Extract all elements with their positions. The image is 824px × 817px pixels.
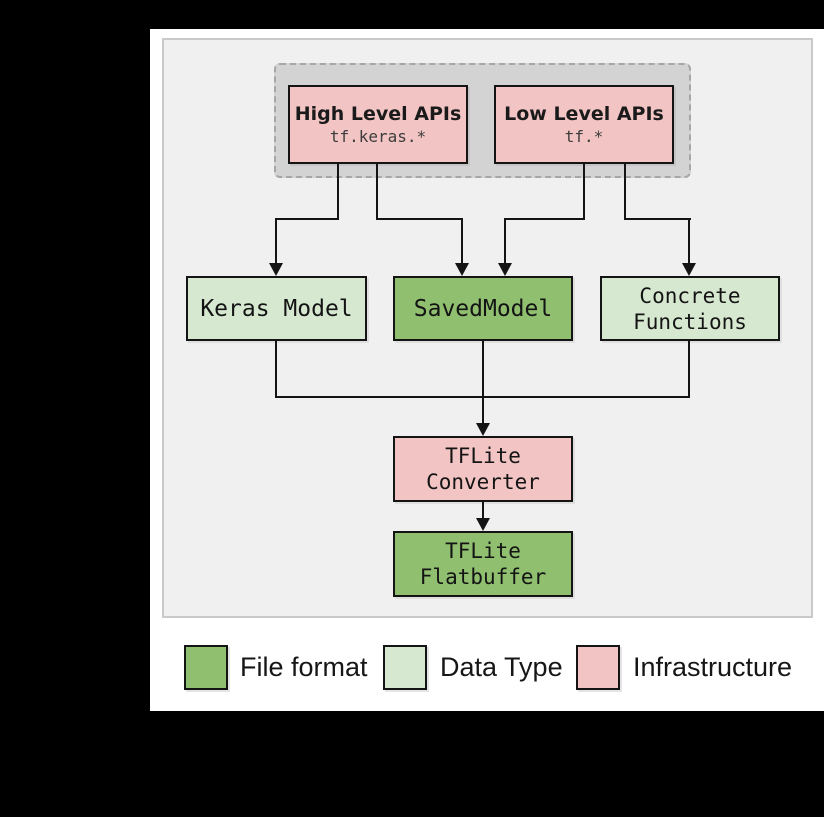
- legend-swatch-data-type: [383, 645, 427, 690]
- arrowhead-into-savedmodel-right-icon: [498, 263, 512, 276]
- connector-low-right-stub: [624, 163, 626, 220]
- arrowhead-into-flatbuffer-icon: [476, 518, 490, 531]
- node-tflite-converter: TFLite Converter: [393, 436, 573, 502]
- connector-converter-to-flatbuffer: [482, 502, 484, 519]
- node-keras-model: Keras Model: [186, 276, 367, 341]
- tflite-converter-label-line2: Converter: [426, 470, 540, 494]
- arrowhead-into-concrete-icon: [682, 263, 696, 276]
- legend-label-data-type: Data Type: [440, 652, 563, 682]
- connector-elbow-to-concrete: [624, 218, 691, 220]
- connector-concrete-out: [688, 341, 690, 398]
- connector-drop-savedmodel-left: [461, 218, 463, 264]
- high-level-apis-code: tf.keras.*: [329, 127, 427, 146]
- connector-savedmodel-to-converter: [482, 341, 484, 424]
- saved-model-label: SavedModel: [413, 295, 553, 322]
- node-low-level-apis: Low Level APIs tf.*: [494, 85, 674, 164]
- node-tflite-flatbuffer: TFLite Flatbuffer: [393, 531, 573, 597]
- arrowhead-into-savedmodel-left-icon: [455, 263, 469, 276]
- connector-keras-out: [275, 341, 277, 398]
- connector-low-left-stub: [583, 163, 585, 220]
- connector-drop-concrete: [688, 218, 690, 264]
- connector-elbow-low-to-savedmodel: [504, 218, 585, 220]
- arrowhead-into-keras-icon: [269, 263, 283, 276]
- connector-elbow-high-to-savedmodel: [376, 218, 463, 220]
- legend-label-file-format: File format: [240, 652, 368, 682]
- low-level-apis-code: tf.*: [564, 127, 604, 146]
- keras-model-label: Keras Model: [200, 295, 353, 322]
- legend-swatch-file-format: [184, 645, 228, 690]
- legend-swatch-infrastructure: [576, 645, 620, 690]
- node-high-level-apis: High Level APIs tf.keras.*: [288, 85, 468, 164]
- concrete-functions-label-line2: Functions: [633, 309, 747, 334]
- tflite-converter-label-line1: TFLite: [445, 444, 521, 468]
- high-level-apis-title: High Level APIs: [294, 103, 462, 125]
- connector-drop-savedmodel-right: [504, 218, 506, 264]
- node-saved-model: SavedModel: [393, 276, 573, 341]
- concrete-functions-label-line1: Concrete: [639, 283, 741, 308]
- legend-label-infrastructure: Infrastructure: [633, 652, 793, 682]
- connector-elbow-to-keras: [275, 218, 339, 220]
- tflite-flatbuffer-label-line1: TFLite: [445, 539, 521, 563]
- connector-high-left-stub: [337, 163, 339, 220]
- low-level-apis-title: Low Level APIs: [504, 103, 664, 125]
- arrowhead-into-converter-icon: [476, 423, 490, 436]
- connector-drop-keras: [275, 218, 277, 264]
- connector-high-right-stub: [376, 163, 378, 220]
- tflite-flatbuffer-label-line2: Flatbuffer: [419, 565, 547, 589]
- node-concrete-functions: Concrete Functions: [600, 276, 780, 341]
